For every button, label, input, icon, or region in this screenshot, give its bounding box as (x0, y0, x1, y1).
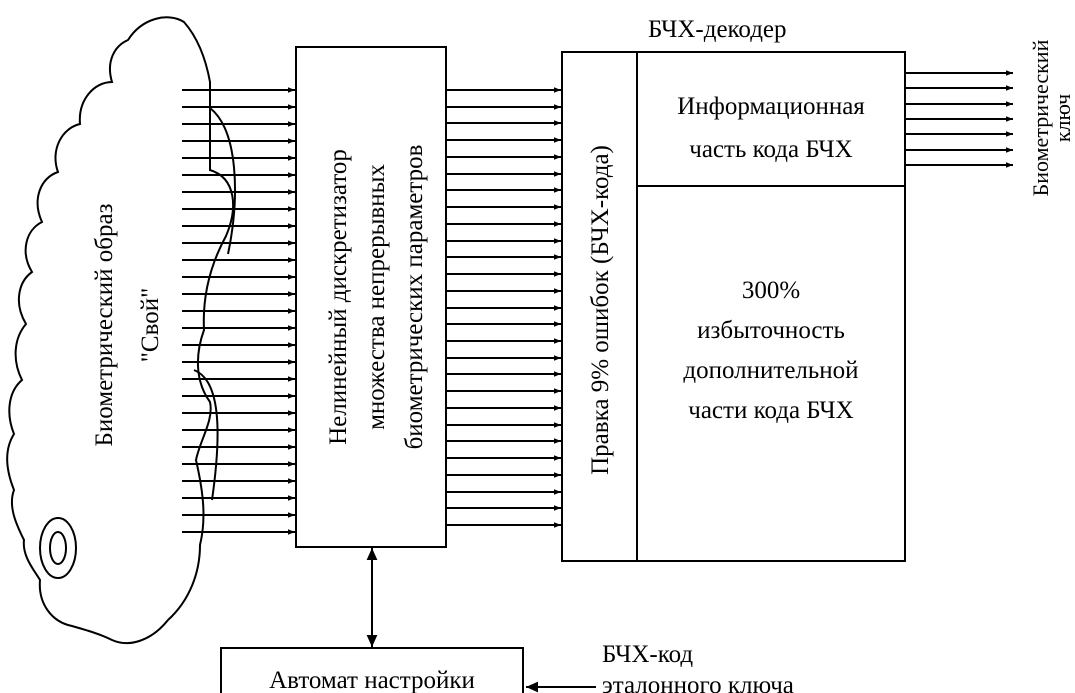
discretizer-label-line3: биометрических параметров (401, 145, 428, 450)
discretizer-box (295, 46, 447, 548)
reference-key-line2: эталонного ключа (602, 672, 794, 693)
biometric-image-cloud (6, 16, 235, 645)
tuner-label: Автомат настройки (269, 667, 475, 693)
discretizer-label-line2: множества непрерывных (363, 164, 390, 430)
cloud-inner-curve-upper (209, 107, 236, 255)
error-correction-label: Правка 9% ошибок (БЧХ-кода) (587, 145, 614, 475)
cloud-loop-outer (39, 517, 77, 579)
discretizer-label-line1: Нелинейный дискретизатор (325, 149, 352, 445)
info-part-line1: Информационная (677, 93, 865, 120)
cloud-label-line1: Биометрический образ (91, 203, 118, 446)
decoder-title: БЧХ-декодер (648, 16, 787, 43)
redundancy-line3: дополнительной (683, 357, 858, 384)
cloud-label-line2: "Свой" (137, 288, 164, 363)
cloud-loop-inner (49, 531, 67, 565)
decoder-right-box (636, 51, 906, 562)
error-correction-box (561, 51, 638, 562)
middle-arrows (447, 87, 561, 528)
redundancy-line4: части кода БЧХ (688, 397, 853, 424)
reference-key-line1: БЧХ-код (602, 641, 693, 668)
redundancy-line1: 300% (742, 277, 800, 304)
redundancy-line2: избыточность (697, 317, 845, 344)
output-label-line1: Биометрический (1028, 39, 1053, 196)
info-part-line2: часть кода БЧХ (689, 136, 852, 163)
output-arrows (905, 70, 1013, 168)
input-arrows (182, 87, 295, 535)
output-label-line2: ключ (1050, 94, 1075, 142)
tuner-box (220, 647, 524, 693)
